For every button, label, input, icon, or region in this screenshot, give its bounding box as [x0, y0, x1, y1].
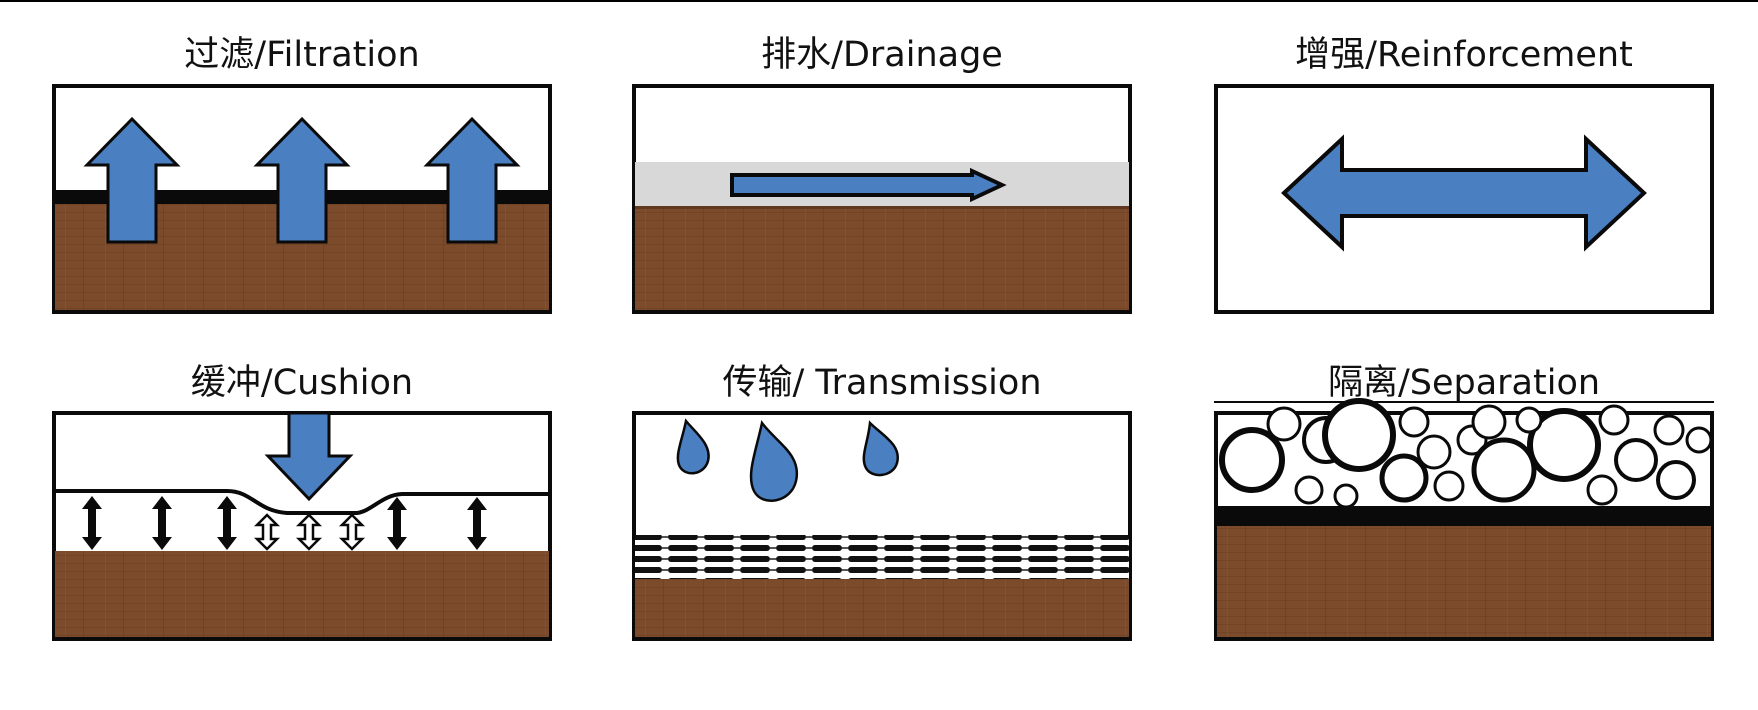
cushion-hollow-double-arrows — [253, 513, 366, 551]
cushion-arrow-down-icon — [264, 411, 354, 502]
panel-title-drainage: 排水/Drainage — [761, 35, 1003, 75]
gravel-stone — [1471, 437, 1537, 503]
gravel-stone — [1515, 406, 1543, 434]
water-drop-icon — [862, 420, 900, 477]
separation-gravel — [1219, 398, 1713, 509]
filtration-arrow-up-icon — [423, 116, 521, 244]
gravel-stone — [1322, 398, 1396, 472]
double-arrow-vertical-icon — [217, 496, 237, 550]
double-arrow-vertical-icon — [387, 497, 407, 550]
drainage-soil — [635, 208, 1129, 310]
transmission-soil — [635, 579, 1129, 637]
gravel-stone — [1219, 427, 1285, 493]
gravel-stone — [1586, 474, 1618, 506]
filtration-diagram — [52, 84, 552, 314]
gravel-stone — [1614, 438, 1658, 482]
gravel-stone — [1333, 483, 1359, 509]
gravel-stone — [1653, 414, 1685, 446]
double-arrow-vertical-icon — [467, 497, 487, 550]
filtration-arrow-up-icon — [253, 116, 351, 244]
filtration-arrow-up-icon — [83, 116, 181, 244]
top-rule — [0, 0, 1758, 2]
double-arrow-vertical-icon — [82, 496, 102, 550]
gravel-stone — [1598, 404, 1630, 436]
cushion-solid-double-arrows — [82, 496, 487, 550]
gravel-stone — [1266, 406, 1302, 442]
double-arrow-icon — [1281, 134, 1647, 252]
gravel-stone — [1398, 406, 1430, 438]
drainage-diagram — [632, 84, 1132, 314]
reinforcement-diagram — [1214, 84, 1714, 314]
separation-soil — [1217, 524, 1711, 637]
cushion-surface — [55, 489, 549, 515]
double-arrow-vertical-hollow-icon — [338, 513, 366, 551]
separation-diagram — [1214, 398, 1714, 641]
panel-title-transmission: 传输/ Transmission — [722, 363, 1042, 403]
drainage-arrow-right-icon — [730, 167, 1007, 203]
double-arrow-vertical-icon — [152, 496, 172, 550]
gravel-stone — [1379, 453, 1429, 503]
separation-geotextile — [1217, 506, 1711, 526]
cushion-soil — [55, 551, 549, 637]
double-arrow-vertical-hollow-icon — [253, 513, 281, 551]
panel-title-reinforcement: 增强/Reinforcement — [1295, 35, 1633, 75]
panel-title-cushion: 缓冲/Cushion — [190, 363, 414, 403]
transmission-woven-layer — [635, 535, 1129, 579]
gravel-stone — [1416, 434, 1452, 470]
gravel-stone — [1471, 404, 1507, 440]
gravel-stone — [1656, 460, 1696, 500]
transmission-diagram — [632, 411, 1132, 641]
cushion-diagram — [52, 411, 552, 641]
panel-title-filtration: 过滤/Filtration — [184, 35, 420, 75]
water-drop-icon — [676, 418, 710, 475]
panel-title-separation: 隔离/Separation — [1327, 363, 1601, 403]
gravel-stone — [1433, 470, 1465, 502]
gravel-stone — [1527, 408, 1601, 482]
water-drop-icon — [749, 420, 799, 502]
gravel-stone — [1294, 475, 1324, 505]
double-arrow-vertical-hollow-icon — [295, 513, 323, 551]
gravel-stone — [1685, 426, 1713, 454]
